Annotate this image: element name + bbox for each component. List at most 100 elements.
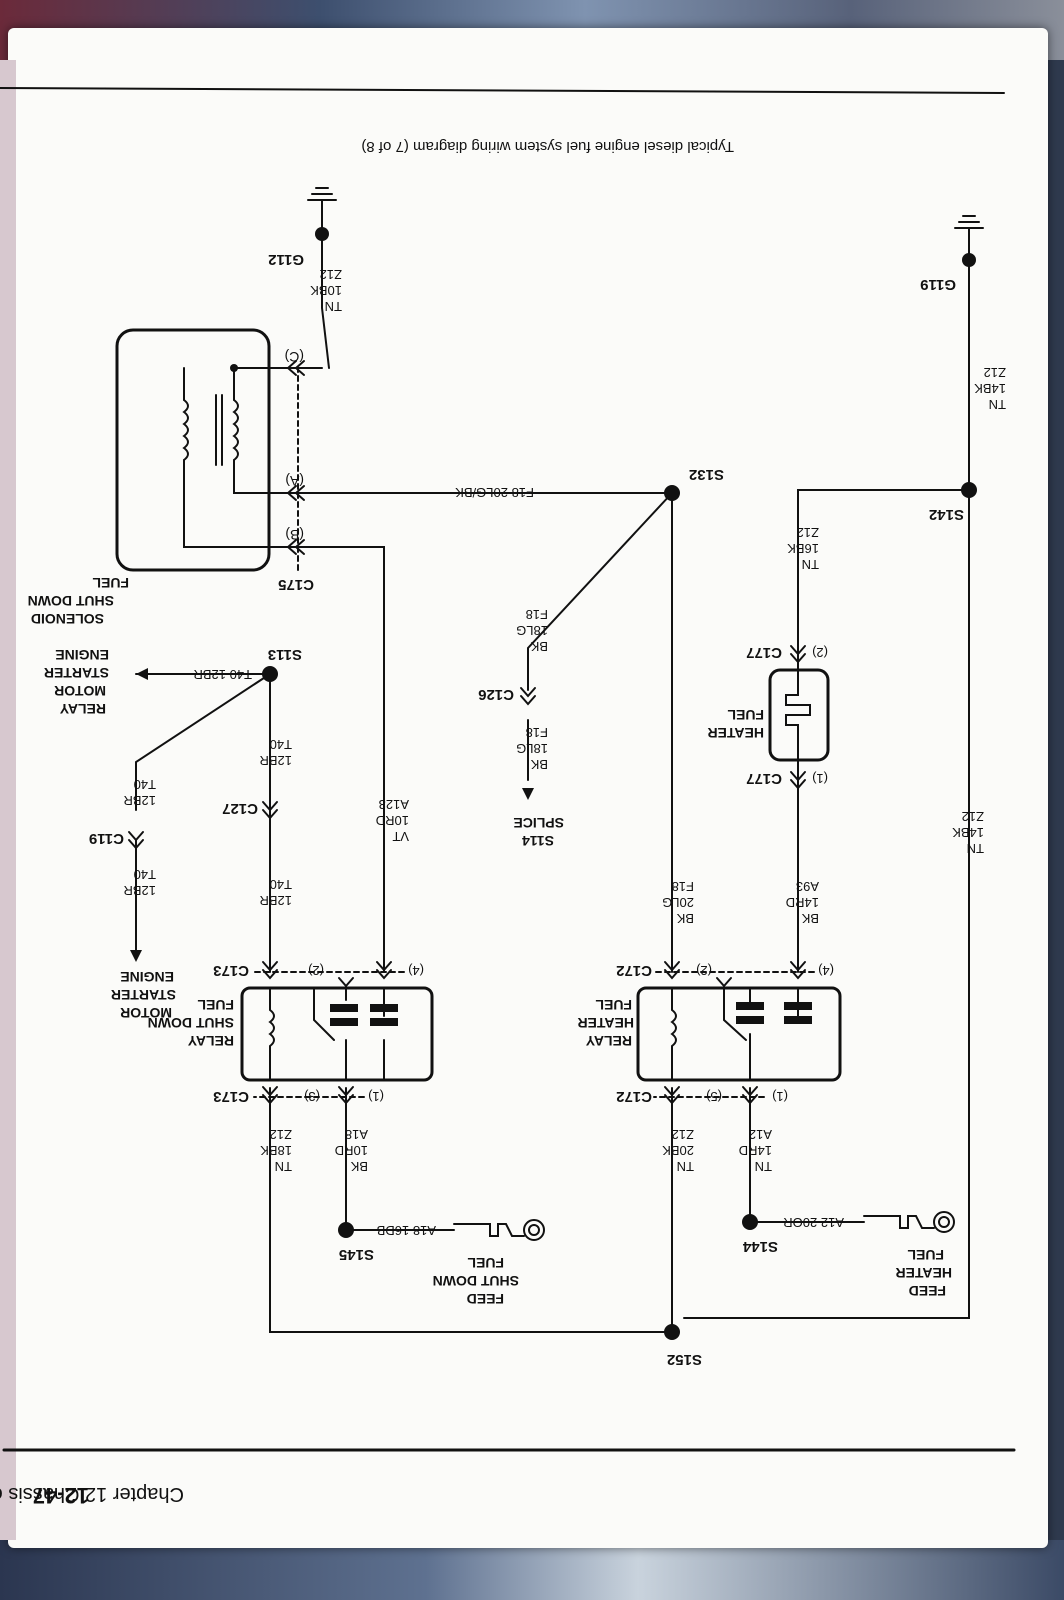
splice-label-s145: S145: [339, 1246, 374, 1263]
label-engine-starter-motor: ENGINE STARTER MOTOR: [111, 969, 176, 1021]
wire-z12-18bk: [269, 1087, 673, 1333]
ground-symbol-g112: [307, 187, 337, 225]
svg-text:BK: BK: [530, 757, 548, 772]
label-splice-s114: SPLICE S114: [513, 815, 564, 849]
connector-c175: [286, 360, 305, 571]
svg-text:HEATER: HEATER: [707, 725, 764, 741]
heater-relay-internals: [670, 987, 799, 1081]
splice-label-s152: S152: [667, 1351, 702, 1368]
connector-c127: [262, 801, 278, 820]
shutdown-relay-internals: [268, 987, 385, 1081]
solenoid-coils: [182, 367, 323, 548]
svg-text:14BK: 14BK: [952, 825, 984, 840]
svg-text:Z12: Z12: [984, 365, 1006, 380]
splice-s113: [262, 666, 278, 682]
pin-heater-2: (2): [812, 645, 828, 660]
wire-label-t40-a: T40 12BR: [193, 667, 252, 682]
fuel-shutdown-relay: [240, 986, 434, 1082]
svg-text:F18: F18: [672, 879, 694, 894]
svg-text:BK: BK: [676, 911, 694, 926]
svg-text:T40: T40: [270, 877, 292, 892]
label-fuel-heater-feed: FUEL HEATER FEED: [895, 1247, 952, 1299]
svg-text:18LG: 18LG: [516, 623, 548, 638]
ground-label-g112: G112: [268, 251, 304, 268]
wire-z12-10bk: [321, 223, 330, 369]
connector-label-c173-bottom: C173: [213, 1088, 249, 1105]
ground-symbol-g119: [954, 215, 984, 253]
wire-label-z12-18bk: Z12 18BK TN: [260, 1127, 292, 1174]
svg-text:Z12: Z12: [320, 267, 342, 282]
svg-text:Z12: Z12: [672, 1127, 694, 1142]
svg-text:TN: TN: [802, 557, 819, 572]
connector-label-c172-bottom: C172: [616, 1088, 652, 1105]
svg-text:12BR: 12BR: [259, 753, 292, 768]
svg-text:10RD: 10RD: [335, 1143, 368, 1158]
wire-label-z12-10bk: Z12 10BK TN: [310, 267, 342, 314]
svg-text:A123: A123: [379, 797, 409, 812]
wire-label-t40-d: T40 12BR: [123, 777, 156, 808]
pin-heater-relay-5: (5): [706, 1089, 722, 1104]
svg-text:RELAY: RELAY: [187, 1033, 234, 1049]
pin-shutdown-3: (3): [304, 1089, 320, 1104]
splice-label-s144: S144: [742, 1238, 778, 1255]
starter-relay-arrow: [136, 668, 148, 680]
heater-relay-contacts: [736, 1002, 812, 1024]
connector-label-c175: C175: [278, 576, 314, 593]
wire-label-f18-20lg: F18 20LG BK: [662, 879, 694, 926]
fuel-shutdown-feed-terminal: [453, 1219, 545, 1241]
svg-text:Z12: Z12: [797, 525, 819, 540]
svg-text:STARTER: STARTER: [44, 665, 109, 681]
svg-text:16BK: 16BK: [787, 541, 819, 556]
svg-text:A18: A18: [345, 1127, 368, 1142]
svg-text:TN: TN: [755, 1159, 772, 1174]
svg-text:T40: T40: [134, 777, 156, 792]
splice-label-s132: S132: [689, 466, 724, 483]
svg-text:12BR: 12BR: [259, 893, 292, 908]
connector-label-c173-top: C173: [213, 962, 249, 979]
pin-a: (A): [285, 473, 304, 489]
label-fuel-shutdown-relay: FUEL SHUT DOWN RELAY: [148, 997, 234, 1049]
svg-text:10RD: 10RD: [376, 813, 409, 828]
svg-text:20LG: 20LG: [662, 895, 694, 910]
svg-text:A93: A93: [796, 879, 819, 894]
fuel-heater-feed-terminal: [863, 1211, 955, 1233]
svg-text:STARTER: STARTER: [111, 987, 176, 1003]
connector-c172-top: [653, 961, 815, 988]
page-number: 12-47: [33, 1483, 89, 1508]
pin-c: (C): [285, 349, 304, 365]
pin-heater-1: (1): [812, 771, 828, 786]
svg-text:F18: F18: [526, 725, 548, 740]
svg-text:HEATER: HEATER: [895, 1265, 952, 1281]
svg-text:MOTOR: MOTOR: [120, 1005, 172, 1021]
wire-label-a18-16db: A18 16DB: [377, 1223, 436, 1238]
pin-shutdown-2: (2): [308, 963, 324, 978]
connector-c177: [790, 645, 806, 790]
svg-text:18BK: 18BK: [260, 1143, 292, 1158]
wire-label-a123: A123 10RD VT: [376, 797, 409, 844]
wire-label-a18-10rd: A18 10RD BK: [335, 1127, 368, 1174]
label-engine-starter-motor-relay: ENGINE STARTER MOTOR RELAY: [44, 647, 109, 717]
svg-text:SOLENOID: SOLENOID: [31, 611, 104, 627]
svg-text:TN: TN: [275, 1159, 292, 1174]
connector-c173-top: [253, 961, 405, 988]
connector-label-c177-top: C177: [746, 644, 782, 661]
fuel-shutdown-solenoid: [115, 328, 271, 572]
wire-f18-18lg-upper: [527, 492, 673, 691]
svg-text:14RD: 14RD: [786, 895, 819, 910]
svg-text:BK: BK: [350, 1159, 368, 1174]
svg-text:F18: F18: [526, 607, 548, 622]
wire-label-a12-20or: A12 20OR: [783, 1215, 844, 1230]
connector-c173-bottom: [253, 1086, 365, 1105]
svg-text:SHUT DOWN: SHUT DOWN: [148, 1015, 234, 1031]
wire-label-f18-20lgbk: F18 20LG/BK: [455, 485, 534, 500]
svg-text:FUEL: FUEL: [595, 997, 632, 1013]
wire-label-z12-14bk-right: Z12 14BK TN: [952, 809, 984, 856]
wire-label-z12-16bk: Z12 16BK TN: [787, 525, 819, 572]
svg-text:ENGINE: ENGINE: [120, 969, 174, 985]
wire-z12-16bk: [797, 489, 970, 671]
connector-c119: [128, 831, 144, 850]
connector-label-c177-bottom: C177: [746, 770, 782, 787]
svg-text:BK: BK: [530, 639, 548, 654]
pin-b: (B): [285, 527, 304, 543]
